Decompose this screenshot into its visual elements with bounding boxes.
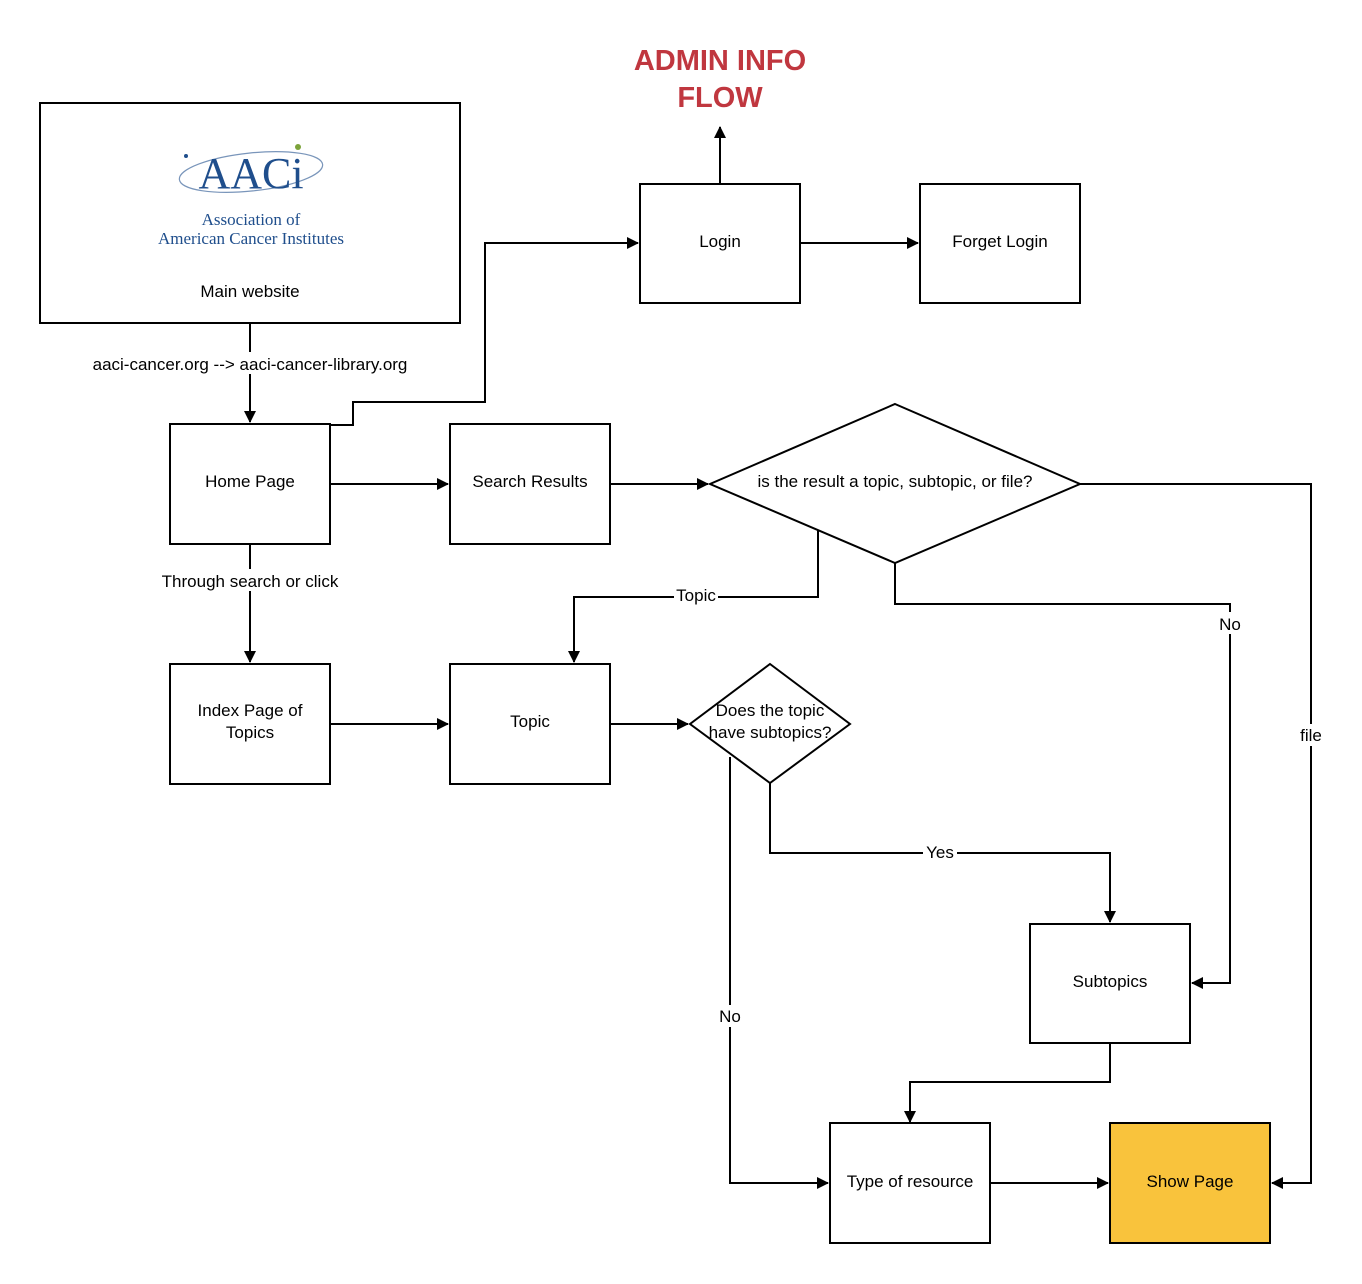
edge-label-yes: Yes [923,841,957,863]
decision-result-type-label: is the result a topic, subtopic, or file… [758,472,1033,491]
edge-label-through-search: Through search or click [155,569,345,591]
aaci-logo: AACi Association of American Cancer Inst… [158,144,344,248]
edge-decision-subtopics-to-type-of-resource [729,757,829,1189]
type-of-resource-node: Type of resource [829,1122,991,1244]
edge-decision-to-show-page [1080,483,1312,1189]
index-page-node: Index Page of Topics [169,663,331,785]
edge-label-topic-text: Topic [676,586,716,605]
type-of-resource-label: Type of resource [847,1172,974,1191]
topic-node: Topic [449,663,611,785]
main-website-label: Main website [200,282,299,301]
edge-label-no-topic-text: No [719,1007,741,1026]
edge-label-topic: Topic [674,585,718,607]
forget-login-node: Forget Login [919,183,1081,304]
edge-label-file: file [1297,724,1325,746]
home-page-label: Home Page [205,472,295,491]
aaci-logo-subtitle-line2: American Cancer Institutes [158,229,344,248]
login-label: Login [699,232,741,251]
edge-label-domain-change: aaci-cancer.org --> aaci-cancer-library.… [82,352,418,374]
index-page-label-line2: Topics [226,723,274,742]
edge-subtopics-to-type-of-resource [904,1043,1111,1123]
home-page-node: Home Page [169,423,331,545]
edge-label-no-subtopic: No [1216,612,1244,634]
topic-label: Topic [510,712,550,731]
edge-decision-to-subtopics [894,563,1231,989]
decision-result-type-node: is the result a topic, subtopic, or file… [707,402,1083,565]
aaci-logo-subtitle-line1: Association of [202,210,301,229]
decision-subtopics-node: Does the topic have subtopics? [688,662,852,785]
logo-dot-green [295,144,301,150]
login-node: Login [639,183,801,304]
forget-login-label: Forget Login [952,232,1047,251]
edge-label-through-search-text: Through search or click [162,572,339,591]
index-page-label-line1: Index Page of [198,701,303,720]
admin-info-flow-title-line2: FLOW [677,82,763,114]
subtopics-node: Subtopics [1029,923,1191,1044]
show-page-label: Show Page [1147,1172,1234,1191]
subtopics-label: Subtopics [1073,972,1148,991]
edge-label-file-text: file [1300,726,1322,745]
edge-label-no-subtopic-text: No [1219,615,1241,634]
edge-label-domain-change-text: aaci-cancer.org --> aaci-cancer-library.… [93,355,408,374]
search-results-node: Search Results [449,423,611,545]
aaci-logo-mark: AACi [198,149,303,198]
decision-subtopics-label-line2: have subtopics? [709,723,832,742]
main-website-node: AACi Association of American Cancer Inst… [39,102,461,324]
admin-info-flow-title-line1: ADMIN INFO [634,45,806,77]
search-results-label: Search Results [472,472,587,491]
edge-home-to-login [330,237,639,426]
logo-dot-blue [184,154,188,158]
edge-label-no-topic: No [716,1005,744,1027]
edge-label-yes-text: Yes [926,843,954,862]
decision-subtopics-label-line1: Does the topic [716,701,825,720]
show-page-node: Show Page [1109,1122,1271,1244]
